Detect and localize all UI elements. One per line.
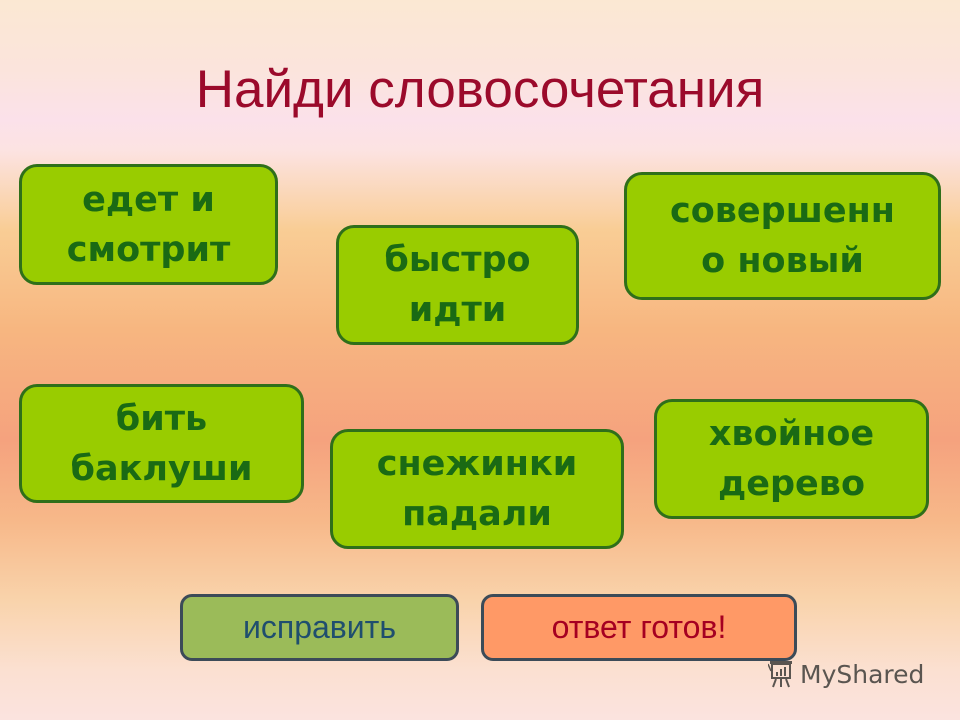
phrase-card-sovershenno-novyi[interactable]: совершенн о новый — [624, 172, 941, 300]
card-line: снежинки — [376, 444, 578, 484]
phrase-card-snezhinki-padali[interactable]: снежинки падали — [330, 429, 624, 549]
phrase-card-khvoinoe-derevo[interactable]: хвойное дерево — [654, 399, 929, 519]
card-line: бить — [115, 398, 208, 439]
card-line: дерево — [718, 464, 865, 504]
slide-title: Найди словосочетания — [195, 60, 765, 119]
watermark-text: MyShared — [800, 659, 925, 689]
fix-button-label: исправить — [243, 609, 396, 645]
card-line: падали — [402, 494, 552, 534]
presentation-board-icon — [768, 659, 794, 689]
card-line: совершенн — [669, 191, 895, 231]
card-line: смотрит — [66, 229, 231, 270]
card-line: идти — [408, 290, 507, 330]
watermark: MyShared — [768, 656, 924, 692]
fix-button[interactable]: исправить — [180, 594, 459, 661]
card-line: о новый — [701, 241, 864, 281]
phrase-card-bystro-idti[interactable]: быстро идти — [336, 225, 579, 345]
answer-ready-button-label: ответ готов! — [551, 609, 727, 645]
card-line: хвойное — [708, 414, 875, 454]
answer-ready-button[interactable]: ответ готов! — [481, 594, 797, 661]
card-line: едет и — [82, 179, 215, 220]
phrase-card-edet-i-smotrit[interactable]: едет и смотрит — [19, 164, 278, 285]
card-line: быстро — [384, 240, 531, 280]
phrase-card-bit-baklushi[interactable]: бить баклуши — [19, 384, 304, 503]
card-line: баклуши — [70, 448, 253, 489]
